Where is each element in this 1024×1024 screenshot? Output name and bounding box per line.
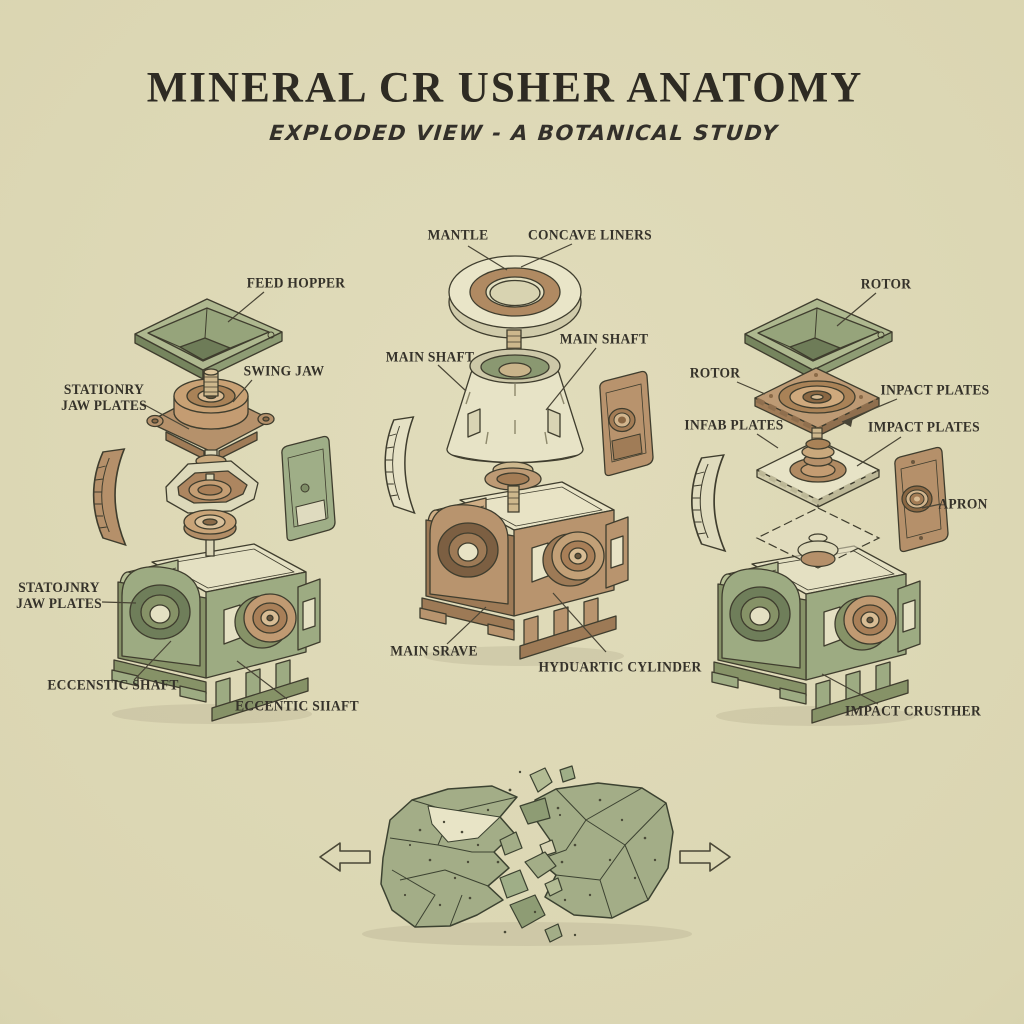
concave-liners-label: CONCAVE LINERS	[528, 227, 652, 244]
rotor-left-label: ROTOR	[689, 365, 741, 382]
leader-stationary-lower	[101, 601, 137, 604]
page-title: MINERAL CR USHER ANATOMY	[146, 64, 864, 112]
impact-plate-outline	[755, 507, 881, 569]
leader-eccentric-right	[236, 660, 288, 700]
impact-crusher-body	[711, 545, 921, 724]
leader-hydraulic	[552, 592, 607, 653]
leader-infab-plates	[756, 433, 779, 449]
impact-plate-top	[756, 438, 880, 508]
rock-left-half	[380, 785, 518, 928]
jaw-cheek-plate-left	[92, 448, 127, 546]
label-line: STATOJNRY	[18, 580, 100, 596]
cone-crusher-diagram	[384, 255, 654, 660]
page-subtitle: EXPLODED VIEW - A BOTANICAL STUDY	[268, 121, 780, 145]
stationary-jaw-plates-upper-label: STATIONRY JAW PLATES	[61, 382, 147, 414]
rotor-top-label: ROTOR	[860, 276, 912, 293]
mantle-label: MANTLE	[427, 227, 489, 244]
leader-rotor-top	[836, 292, 877, 327]
feed-hopper-label: FEED HOPPER	[246, 275, 346, 292]
leader-eccentric-left	[133, 640, 172, 681]
impact-crusher-diagram	[691, 298, 949, 724]
leader-apron	[921, 503, 942, 509]
impact-plates-lower-right-label: IMPACT PLATES	[868, 419, 980, 436]
leader-stationary-upper	[142, 403, 190, 430]
leader-main-frame	[446, 606, 487, 645]
arrow-left-icon	[319, 842, 371, 872]
impact-plates-left-label: INFAB PLATES	[684, 417, 784, 434]
rock-fragments	[499, 765, 576, 943]
impact-crusher-label: IMPACT CRUSTHER	[845, 703, 981, 720]
cone-lower-stack	[484, 461, 542, 513]
arrow-right-icon	[679, 842, 731, 872]
jaw-plate-tray	[165, 460, 259, 514]
leader-impact-crusher	[821, 673, 879, 705]
concave-liner-ring	[448, 255, 582, 339]
label-line: JAW PLATES	[61, 398, 147, 414]
leader-rotor-left	[736, 381, 766, 395]
eccentric-shaft-left-label: ECCENSTIC SHAFT	[47, 677, 179, 694]
leader-swing-jaw	[232, 379, 253, 403]
jaw-crusher-diagram	[92, 298, 336, 722]
leader-main-shaft-left	[437, 364, 467, 392]
leader-impact-plates	[856, 436, 902, 467]
apron-plate	[894, 446, 949, 553]
leader-arrowhead	[842, 417, 853, 427]
leader-feed-hopper	[227, 291, 265, 323]
impact-hopper-shape	[744, 298, 893, 380]
leader-mantle	[467, 245, 508, 271]
jaw-side-plate-right	[281, 435, 336, 542]
cone-side-plate-right	[599, 370, 654, 477]
main-frame-label: MAIN SRAVE	[390, 643, 478, 660]
hydraulic-cylinder-label: HYDUARTIC CYLINDER	[538, 659, 702, 676]
apron-label: APRON	[938, 496, 988, 513]
eccentric-shaft-right-label: ECCENTIC SIIAFT	[235, 698, 359, 715]
leader-lines	[101, 243, 942, 705]
cone-cheek-plate-left	[384, 416, 416, 514]
label-line: JAW PLATES	[16, 596, 102, 612]
eccentric-pulley	[183, 509, 237, 557]
mantle-cone	[446, 348, 584, 464]
stationary-jaw-plates-lower-label: STATOJNRY JAW PLATES	[16, 580, 102, 612]
main-shaft-right-label: MAIN SHAFT	[559, 331, 649, 348]
impact-cheek-plate-left	[691, 454, 726, 552]
leader-main-shaft-right	[545, 347, 597, 411]
swing-jaw-assembly	[146, 368, 275, 475]
shadows	[112, 646, 916, 946]
split-rock-illustration	[319, 765, 731, 943]
leader-concave-liners	[520, 243, 573, 268]
label-line: STATIONRY	[63, 382, 145, 398]
swing-jaw-label: SWING JAW	[243, 363, 325, 380]
main-shaft-left-label: MAIN SHAFT	[385, 349, 475, 366]
impact-plates-upper-right-label: INPACT PLATES	[880, 382, 990, 399]
cone-crusher-body	[419, 481, 629, 660]
